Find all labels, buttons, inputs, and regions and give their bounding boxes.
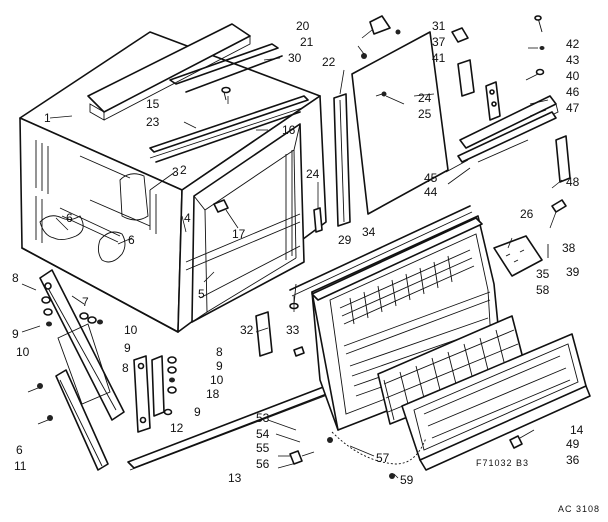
callout-54: 54 <box>256 427 270 441</box>
callout-6c: 6 <box>16 443 23 457</box>
callout-9a: 9 <box>12 327 19 341</box>
callout-31: 31 <box>432 19 446 33</box>
callout-9c: 9 <box>216 359 223 373</box>
callout-23: 23 <box>146 115 160 129</box>
cabinet-housing <box>19 31 327 333</box>
callout-30: 30 <box>288 51 302 65</box>
callout-33: 33 <box>286 323 300 337</box>
callout-42: 42 <box>566 37 580 51</box>
chain-assembly <box>289 431 427 479</box>
callout-38: 38 <box>562 241 576 255</box>
callout-18: 18 <box>206 387 220 401</box>
callout-labels: 1 2 3 4 5 6 6 6 7 8 8 8 9 9 9 9 10 10 10… <box>12 19 600 514</box>
callout-53: 53 <box>256 411 270 425</box>
callout-45: 45 <box>424 171 438 185</box>
callout-46: 46 <box>566 85 580 99</box>
callout-10a: 10 <box>16 345 30 359</box>
callout-25: 25 <box>418 107 432 121</box>
callout-9b: 9 <box>124 341 131 355</box>
callout-10b: 10 <box>124 323 138 337</box>
callout-24b: 24 <box>306 167 320 181</box>
callout-43: 43 <box>566 53 580 67</box>
callout-58: 58 <box>536 283 550 297</box>
callout-48: 48 <box>566 175 580 189</box>
callout-8c: 8 <box>216 345 223 359</box>
callout-57: 57 <box>376 451 390 465</box>
callout-26: 26 <box>520 207 534 221</box>
callout-12: 12 <box>170 421 184 435</box>
diagram-corner-code: AC 3108 <box>558 504 600 514</box>
callout-10c: 10 <box>210 373 224 387</box>
callout-59: 59 <box>400 473 414 487</box>
callout-44: 44 <box>424 185 438 199</box>
callout-11: 11 <box>14 459 27 473</box>
top-foam-gasket <box>87 23 251 121</box>
callout-4: 4 <box>184 211 191 225</box>
callout-7: 7 <box>82 295 89 309</box>
callout-32: 32 <box>240 323 254 337</box>
callout-34: 34 <box>362 225 376 239</box>
callout-37: 37 <box>432 35 446 49</box>
upper-right-parts <box>333 15 571 277</box>
callout-40: 40 <box>566 69 580 83</box>
callout-1: 1 <box>44 111 51 125</box>
callout-5: 5 <box>198 287 205 301</box>
diagram-code: F71032 B3 <box>476 458 529 468</box>
callout-36: 36 <box>566 453 580 467</box>
callout-41: 41 <box>432 51 446 65</box>
callout-29: 29 <box>338 233 352 247</box>
top-strips <box>149 43 309 163</box>
callout-6b: 6 <box>128 233 135 247</box>
front-door <box>401 333 591 471</box>
callout-24a: 24 <box>418 91 432 105</box>
callout-14: 14 <box>570 423 584 437</box>
callout-47: 47 <box>566 101 580 115</box>
callout-20: 20 <box>296 19 310 33</box>
callout-16: 16 <box>282 123 296 137</box>
callout-39: 39 <box>566 265 580 279</box>
callout-8b: 8 <box>122 361 129 375</box>
callout-17: 17 <box>232 227 246 241</box>
callout-49: 49 <box>566 437 580 451</box>
callout-35: 35 <box>536 267 550 281</box>
left-side-brackets <box>27 269 333 471</box>
callout-22: 22 <box>322 55 336 69</box>
callout-15: 15 <box>146 97 160 111</box>
callout-2: 2 <box>180 163 187 177</box>
leader-lines <box>21 29 563 479</box>
callout-3: 3 <box>172 165 179 179</box>
callout-55: 55 <box>256 441 270 455</box>
callout-9d: 9 <box>194 405 201 419</box>
callout-56: 56 <box>256 457 270 471</box>
callout-6a: 6 <box>66 211 73 225</box>
callout-21: 21 <box>300 35 314 49</box>
callout-8a: 8 <box>12 271 19 285</box>
callout-13: 13 <box>228 471 242 485</box>
